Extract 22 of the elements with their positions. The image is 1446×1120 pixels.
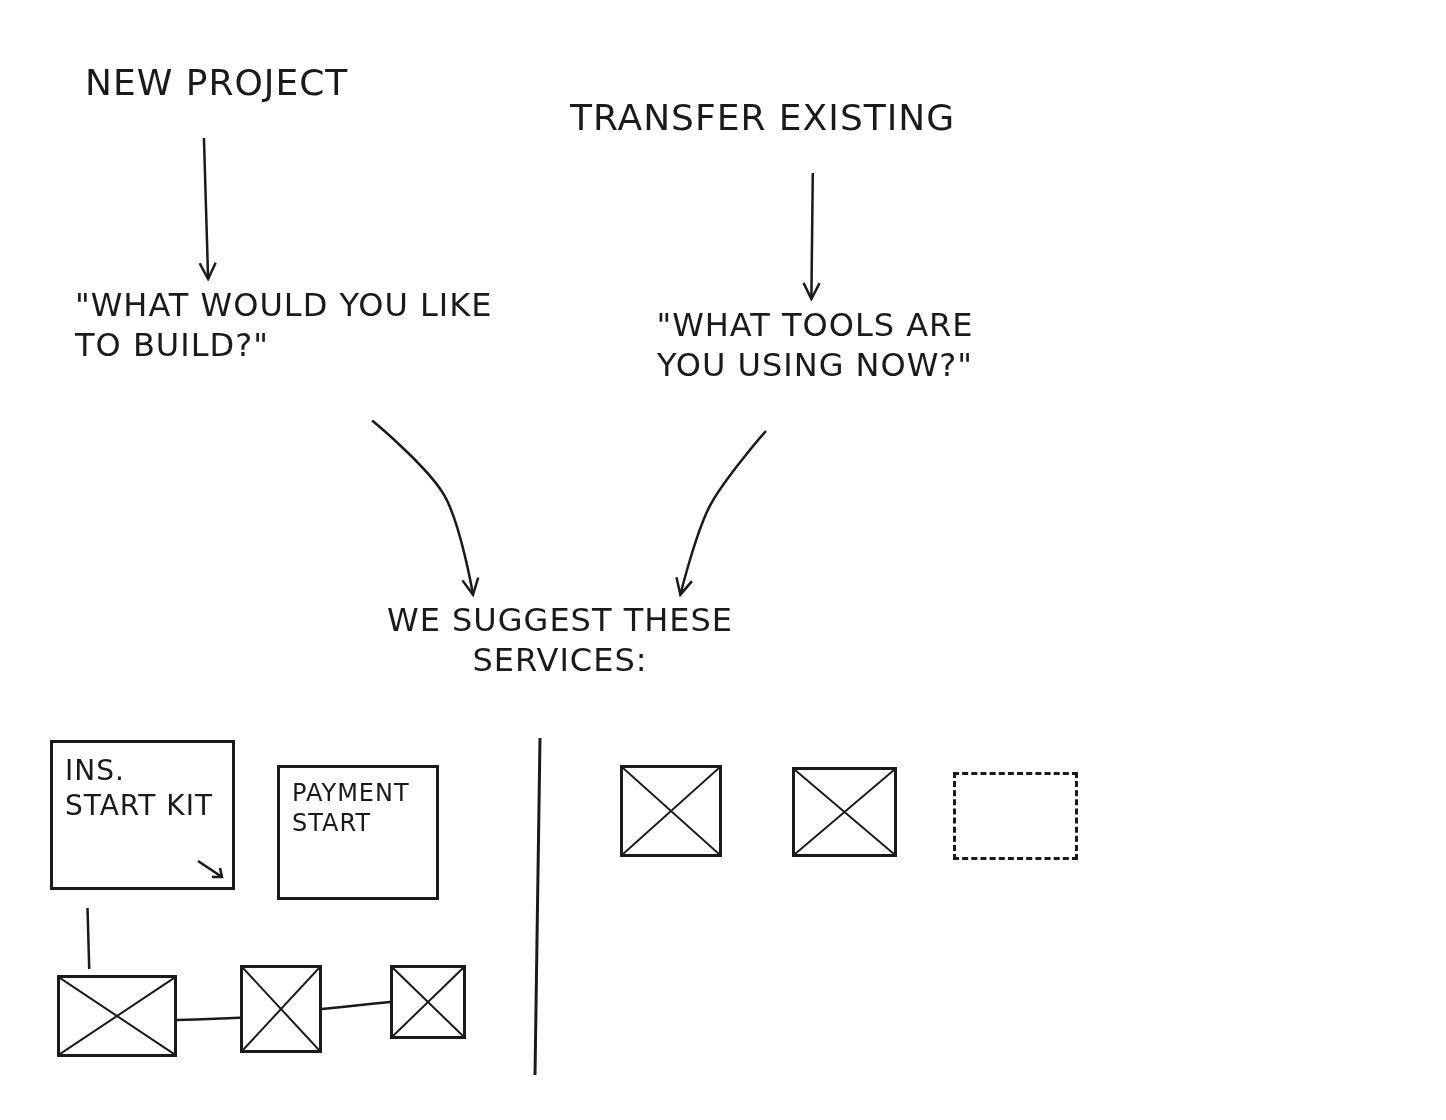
- connector-line: [86, 907, 91, 970]
- arrow: [802, 173, 821, 301]
- service-label: INS. START KIT: [65, 753, 214, 823]
- heading-text: WE SUGGEST THESE SERVICES:: [386, 600, 734, 680]
- image-placeholder-box: [240, 965, 322, 1053]
- heading-text: TRANSFER EXISTING: [570, 96, 957, 140]
- question-text: "WHAT TOOLS ARE YOU USING NOW?": [655, 305, 975, 385]
- image-placeholder-box: [620, 765, 722, 857]
- empty-dashed-box: [953, 772, 1078, 860]
- heading-text: NEW PROJECT: [85, 61, 350, 105]
- service-label: PAYMENT START: [292, 778, 411, 838]
- image-placeholder-box: [390, 965, 466, 1039]
- question-text: "WHAT WOULD YOU LIKE TO BUILD?": [75, 285, 494, 365]
- connector-line: [176, 1016, 241, 1022]
- image-placeholder-box: [57, 975, 177, 1057]
- image-placeholder-box: [792, 767, 897, 857]
- service-box: [50, 740, 235, 890]
- arrow: [198, 137, 217, 281]
- arrow: [371, 419, 480, 597]
- connector-line: [321, 1000, 391, 1011]
- service-box: [277, 765, 439, 900]
- arrow: [675, 430, 767, 596]
